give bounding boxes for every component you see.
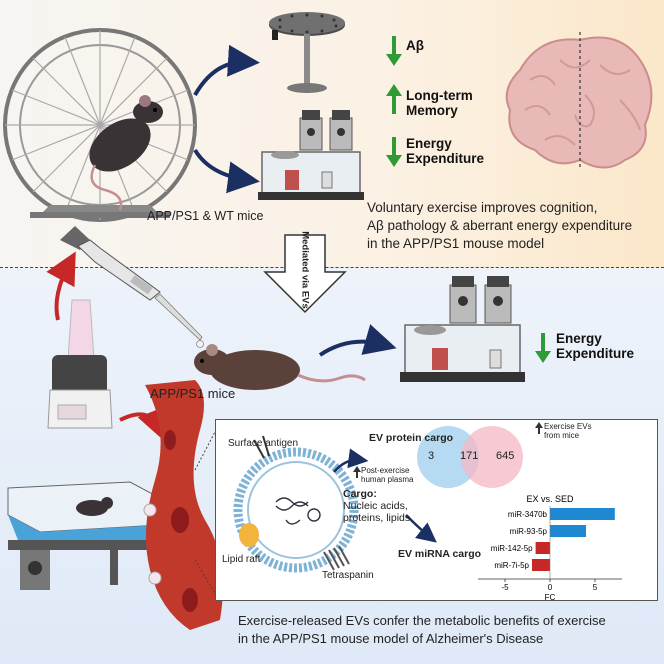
tetraspanin-icon <box>323 545 350 571</box>
arrow-to-cages <box>193 148 260 194</box>
centrifuge-icon <box>47 299 113 429</box>
indicator-arrow-bottom <box>535 333 551 363</box>
top-summary-line-2: Aβ pathology & aberrant energy expenditu… <box>367 218 633 233</box>
ev-cargo-panel: EX vs. SED miR-3470b miR-93-5p miR-142-5p mi… <box>215 419 658 601</box>
treadmill-icon <box>7 481 161 590</box>
lipid-raft-label: Lipid raft <box>222 554 261 565</box>
chart-tick-label: 5 <box>593 583 598 592</box>
arrow-to-mirna <box>405 514 437 543</box>
mice-label: APP/PS1 & WT mice <box>147 209 264 223</box>
arrow-to-protein <box>333 448 369 473</box>
energy-indicator-bottom: Energy Expenditure <box>556 331 634 361</box>
venn-left-circle <box>417 426 479 488</box>
arrow-to-cage-bottom <box>318 324 397 357</box>
barnes-maze-icon <box>269 12 345 93</box>
arrow-to-maze <box>193 44 260 96</box>
indicator-arrows-top <box>386 36 402 167</box>
energy-label-2: Expenditure <box>406 151 485 166</box>
chart-x-label: FC <box>545 593 556 600</box>
mediated-label: Mediated via EVs <box>299 231 311 309</box>
venn-left-count: 3 <box>428 450 435 462</box>
mouse-in-wheel-icon <box>89 95 163 211</box>
mirna-bar-chart: EX vs. SED miR-3470b miR-93-5p miR-142-5p mi… <box>478 494 622 600</box>
metabolic-cages-icon <box>258 110 364 200</box>
venn-right-label-2: from mice <box>544 431 580 440</box>
chart-tick-label: -5 <box>501 583 509 592</box>
top-summary-line-3: in the APP/PS1 mouse model <box>367 236 545 251</box>
chart-category-label: miR-3470b <box>508 510 548 519</box>
bottom-summary-line-2: in the APP/PS1 mouse model of Alzheimer'… <box>238 631 544 646</box>
tetraspanin-label: Tetraspanin <box>322 570 374 581</box>
panel-divider <box>0 267 664 268</box>
memory-label-2: Memory <box>406 103 458 118</box>
energy-indicator-top: Energy Expenditure <box>406 136 484 166</box>
energy-bottom-label-2: Expenditure <box>556 346 635 361</box>
venn-left-label-2: human plasma <box>361 475 414 484</box>
metabolic-cage-bottom-icon <box>400 276 525 382</box>
chart-bar <box>550 525 586 537</box>
recipient-mice-label: APP/PS1 mice <box>150 386 236 401</box>
venn-right-label: Exercise EVs from mice <box>544 422 592 440</box>
blood-vessel-icon <box>143 380 223 630</box>
top-summary: Voluntary exercise improves cognition, A… <box>367 199 632 253</box>
mirna-cargo-title: EV miRNA cargo <box>398 548 482 560</box>
chart-category-label: miR-142-5p <box>491 544 533 553</box>
chart-bar <box>550 508 615 520</box>
venn-overlap-count: 171 <box>460 450 479 462</box>
chart-category-label: miR-93-5p <box>510 527 548 536</box>
surface-antigen-label: Surface antigen <box>228 438 299 449</box>
abeta-label: Aβ <box>406 38 424 53</box>
chart-tick-label: 0 <box>548 583 553 592</box>
brain-icon <box>505 32 653 170</box>
ev-diagram: EX vs. SED miR-3470b miR-93-5p miR-142-5p mi… <box>233 422 622 600</box>
chart-bar <box>535 542 550 554</box>
top-summary-line-1: Voluntary exercise improves cognition, <box>367 200 598 215</box>
cargo-title: Cargo: <box>343 488 377 500</box>
venn-right-circle <box>461 426 523 488</box>
arrow-vessel-to-centrifuge <box>119 405 168 442</box>
lipid-raft-icon <box>239 523 259 547</box>
cargo-line-1: Nucleic acids, <box>343 500 408 512</box>
venn-left-label: Post-exercise human plasma <box>361 466 413 484</box>
venn-left-label-1: Post-exercise <box>361 466 410 475</box>
abeta-indicator: Aβ <box>406 38 424 53</box>
venn-small-arrows <box>353 422 543 478</box>
protein-cargo-title: EV protein cargo <box>369 432 454 444</box>
venn-right-label-1: Exercise EVs <box>544 422 592 431</box>
cargo-line-2: proteins, lipids <box>343 512 411 524</box>
arrow-vial-to-pipette <box>46 251 76 321</box>
mediated-arrow-icon <box>263 234 347 314</box>
venn-right-count: 645 <box>496 450 515 462</box>
bottom-summary: Exercise-released EVs confer the metabol… <box>238 612 606 648</box>
ev-inner-membrane-icon <box>247 461 345 559</box>
memory-indicator: Long-term Memory <box>406 88 473 118</box>
bottom-summary-line-1: Exercise-released EVs confer the metabol… <box>238 613 606 628</box>
chart-title: EX vs. SED <box>526 494 574 504</box>
chart-bar <box>532 559 550 571</box>
chart-category-label: miR-7i-5p <box>494 561 529 570</box>
energy-label-1: Energy <box>406 136 452 151</box>
mouse-recipient-icon <box>194 344 366 390</box>
pipette-icon <box>60 226 204 348</box>
nucleic-acid-icon <box>275 497 321 525</box>
exercise-wheel-icon <box>3 28 197 222</box>
cargo-text: Cargo: Nucleic acids, proteins, lipids <box>343 488 410 524</box>
memory-label-1: Long-term <box>406 88 473 103</box>
surface-antigen-icon <box>253 435 270 459</box>
energy-bottom-label-1: Energy <box>556 331 602 346</box>
